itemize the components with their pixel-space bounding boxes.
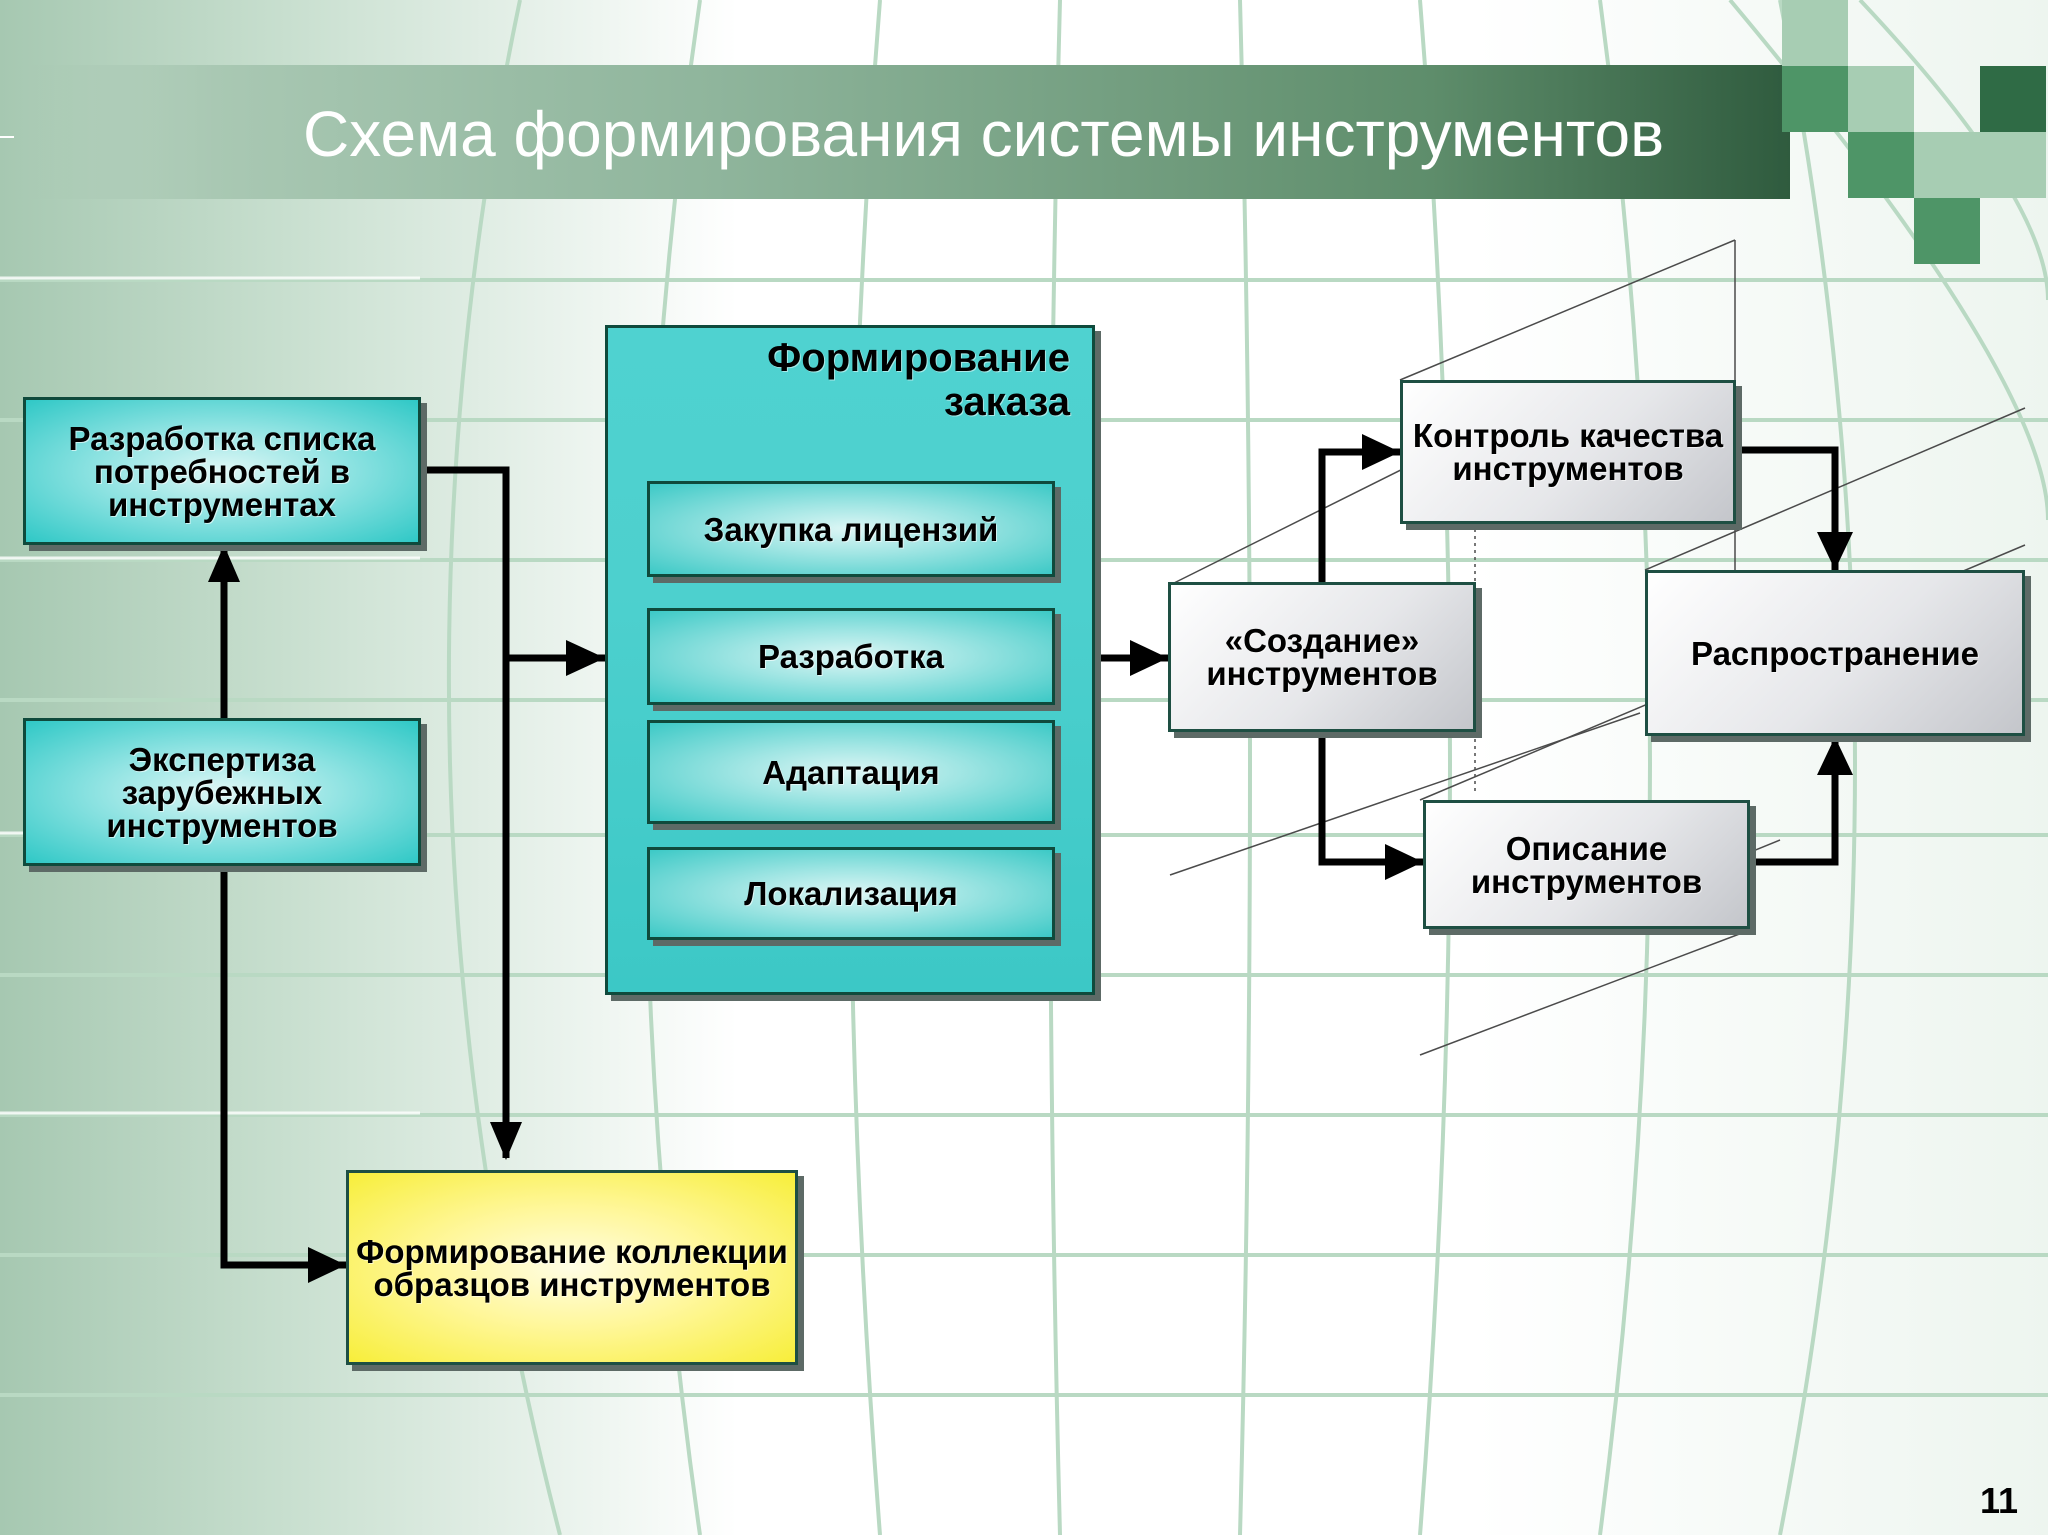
- order-item-label: Адаптация: [762, 753, 940, 791]
- order-item-adaptation: Адаптация: [647, 720, 1055, 824]
- order-item-licenses: Закупка лицензий: [647, 481, 1055, 577]
- decor-square: [1848, 132, 1914, 198]
- foreign-expertise-label: Экспертиза зарубежных инструментов: [106, 740, 338, 844]
- quality-control-label: Контроль качества инструментов: [1412, 417, 1724, 487]
- decor-square: [1980, 66, 2046, 132]
- distribution-label: Распространение: [1691, 634, 1979, 672]
- order-item-label: Разработка: [758, 638, 944, 675]
- page-title: Схема формирования системы инструментов: [303, 98, 1665, 170]
- order-item-localization: Локализация: [647, 847, 1055, 940]
- decor-square: [1782, 0, 1848, 66]
- needs-list-label: Разработка списка потребностей в инструм…: [68, 419, 376, 523]
- description-label: Описание инструментов: [1470, 829, 1703, 900]
- creation-box: «Создание» инструментов: [1168, 582, 1476, 732]
- description-box: Описание инструментов: [1423, 800, 1750, 929]
- needs-list-box: Разработка списка потребностей в инструм…: [23, 397, 421, 545]
- quality-control-box: Контроль качества инструментов: [1400, 380, 1736, 524]
- creation-label: «Создание» инструментов: [1206, 622, 1438, 692]
- collection-box: Формирование коллекции образцов инструме…: [346, 1170, 798, 1365]
- order-item-label: Локализация: [744, 875, 958, 912]
- collection-label: Формирование коллекции образцов инструме…: [356, 1232, 788, 1303]
- order-item-label: Закупка лицензий: [703, 510, 999, 548]
- decor-square: [1980, 132, 2046, 198]
- order-item-development: Разработка: [647, 608, 1055, 705]
- decor-square: [1914, 198, 1980, 264]
- page-number: 11: [1980, 1480, 2019, 1521]
- decor-square: [1848, 66, 1914, 132]
- title-tick: [0, 136, 14, 138]
- decor-square: [1782, 66, 1848, 132]
- foreign-expertise-box: Экспертиза зарубежных инструментов: [23, 718, 421, 866]
- order-formation-title: Формирование заказа: [767, 336, 1070, 424]
- distribution-box: Распространение: [1645, 570, 2025, 736]
- decor-square: [1914, 132, 1980, 198]
- title-bar: [0, 65, 1790, 199]
